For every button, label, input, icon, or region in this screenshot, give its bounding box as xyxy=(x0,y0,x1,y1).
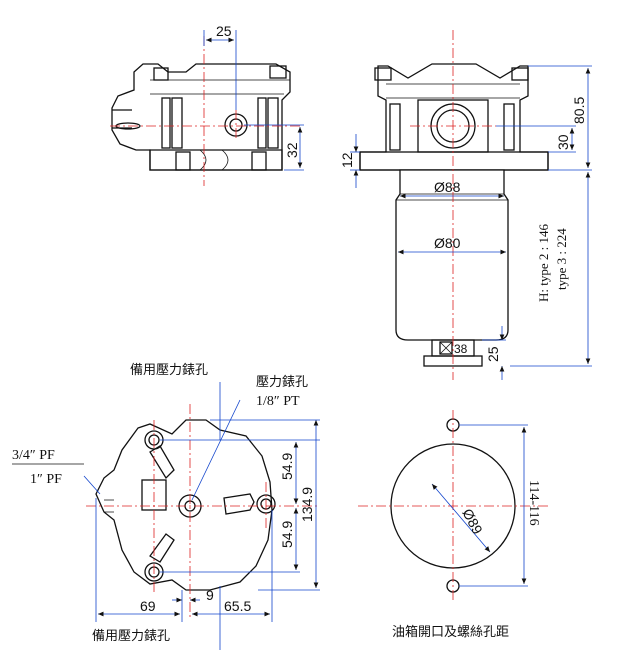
dim-span-114-116: 114-116 xyxy=(526,480,541,526)
dim-diameter-89: Ø89 xyxy=(459,506,486,537)
dim-lower-54-9: 54.9 xyxy=(279,521,295,548)
dim-upper-54-9: 54.9 xyxy=(279,453,295,480)
front-elevation-view xyxy=(350,30,592,380)
label-gauge-thread: 1/8″ PT xyxy=(256,394,300,409)
height-type-3: type 3 : 224 xyxy=(554,228,569,290)
tank-opening-view xyxy=(358,410,548,600)
dim-nine: 9 xyxy=(206,587,214,603)
plan-view xyxy=(83,382,320,650)
label-port-3-4: 3/4″ PF xyxy=(12,448,55,463)
dim-offset-25: 25 xyxy=(216,23,232,39)
dim-upper-30: 30 xyxy=(555,134,571,150)
label-spare-gauge-port-bottom: 備用壓力錶孔 xyxy=(92,628,170,644)
dim-total-134-9: 134.9 xyxy=(299,487,315,522)
dim-bottom-25: 25 xyxy=(485,346,501,362)
label-gauge-port: 壓力錶孔 xyxy=(256,375,308,390)
hex-size-38: 38 xyxy=(454,342,468,356)
dim-height-32: 32 xyxy=(284,142,300,158)
dim-left-69: 69 xyxy=(140,598,156,614)
dim-diameter-88: Ø88 xyxy=(434,179,461,195)
height-type-2: H: type 2 : 146 xyxy=(536,224,551,302)
dim-right-65-5: 65.5 xyxy=(224,598,251,614)
dim-flange-12: 12 xyxy=(339,152,355,168)
dim-diameter-80: Ø80 xyxy=(434,235,461,251)
label-spare-gauge-port-top: 備用壓力錶孔 xyxy=(130,362,208,378)
side-elevation-view xyxy=(110,30,304,186)
dim-total-80-5: 80.5 xyxy=(571,97,587,124)
caption-tank-opening: 油箱開口及螺絲孔距 xyxy=(392,624,509,640)
label-port-1: 1″ PF xyxy=(30,472,62,487)
